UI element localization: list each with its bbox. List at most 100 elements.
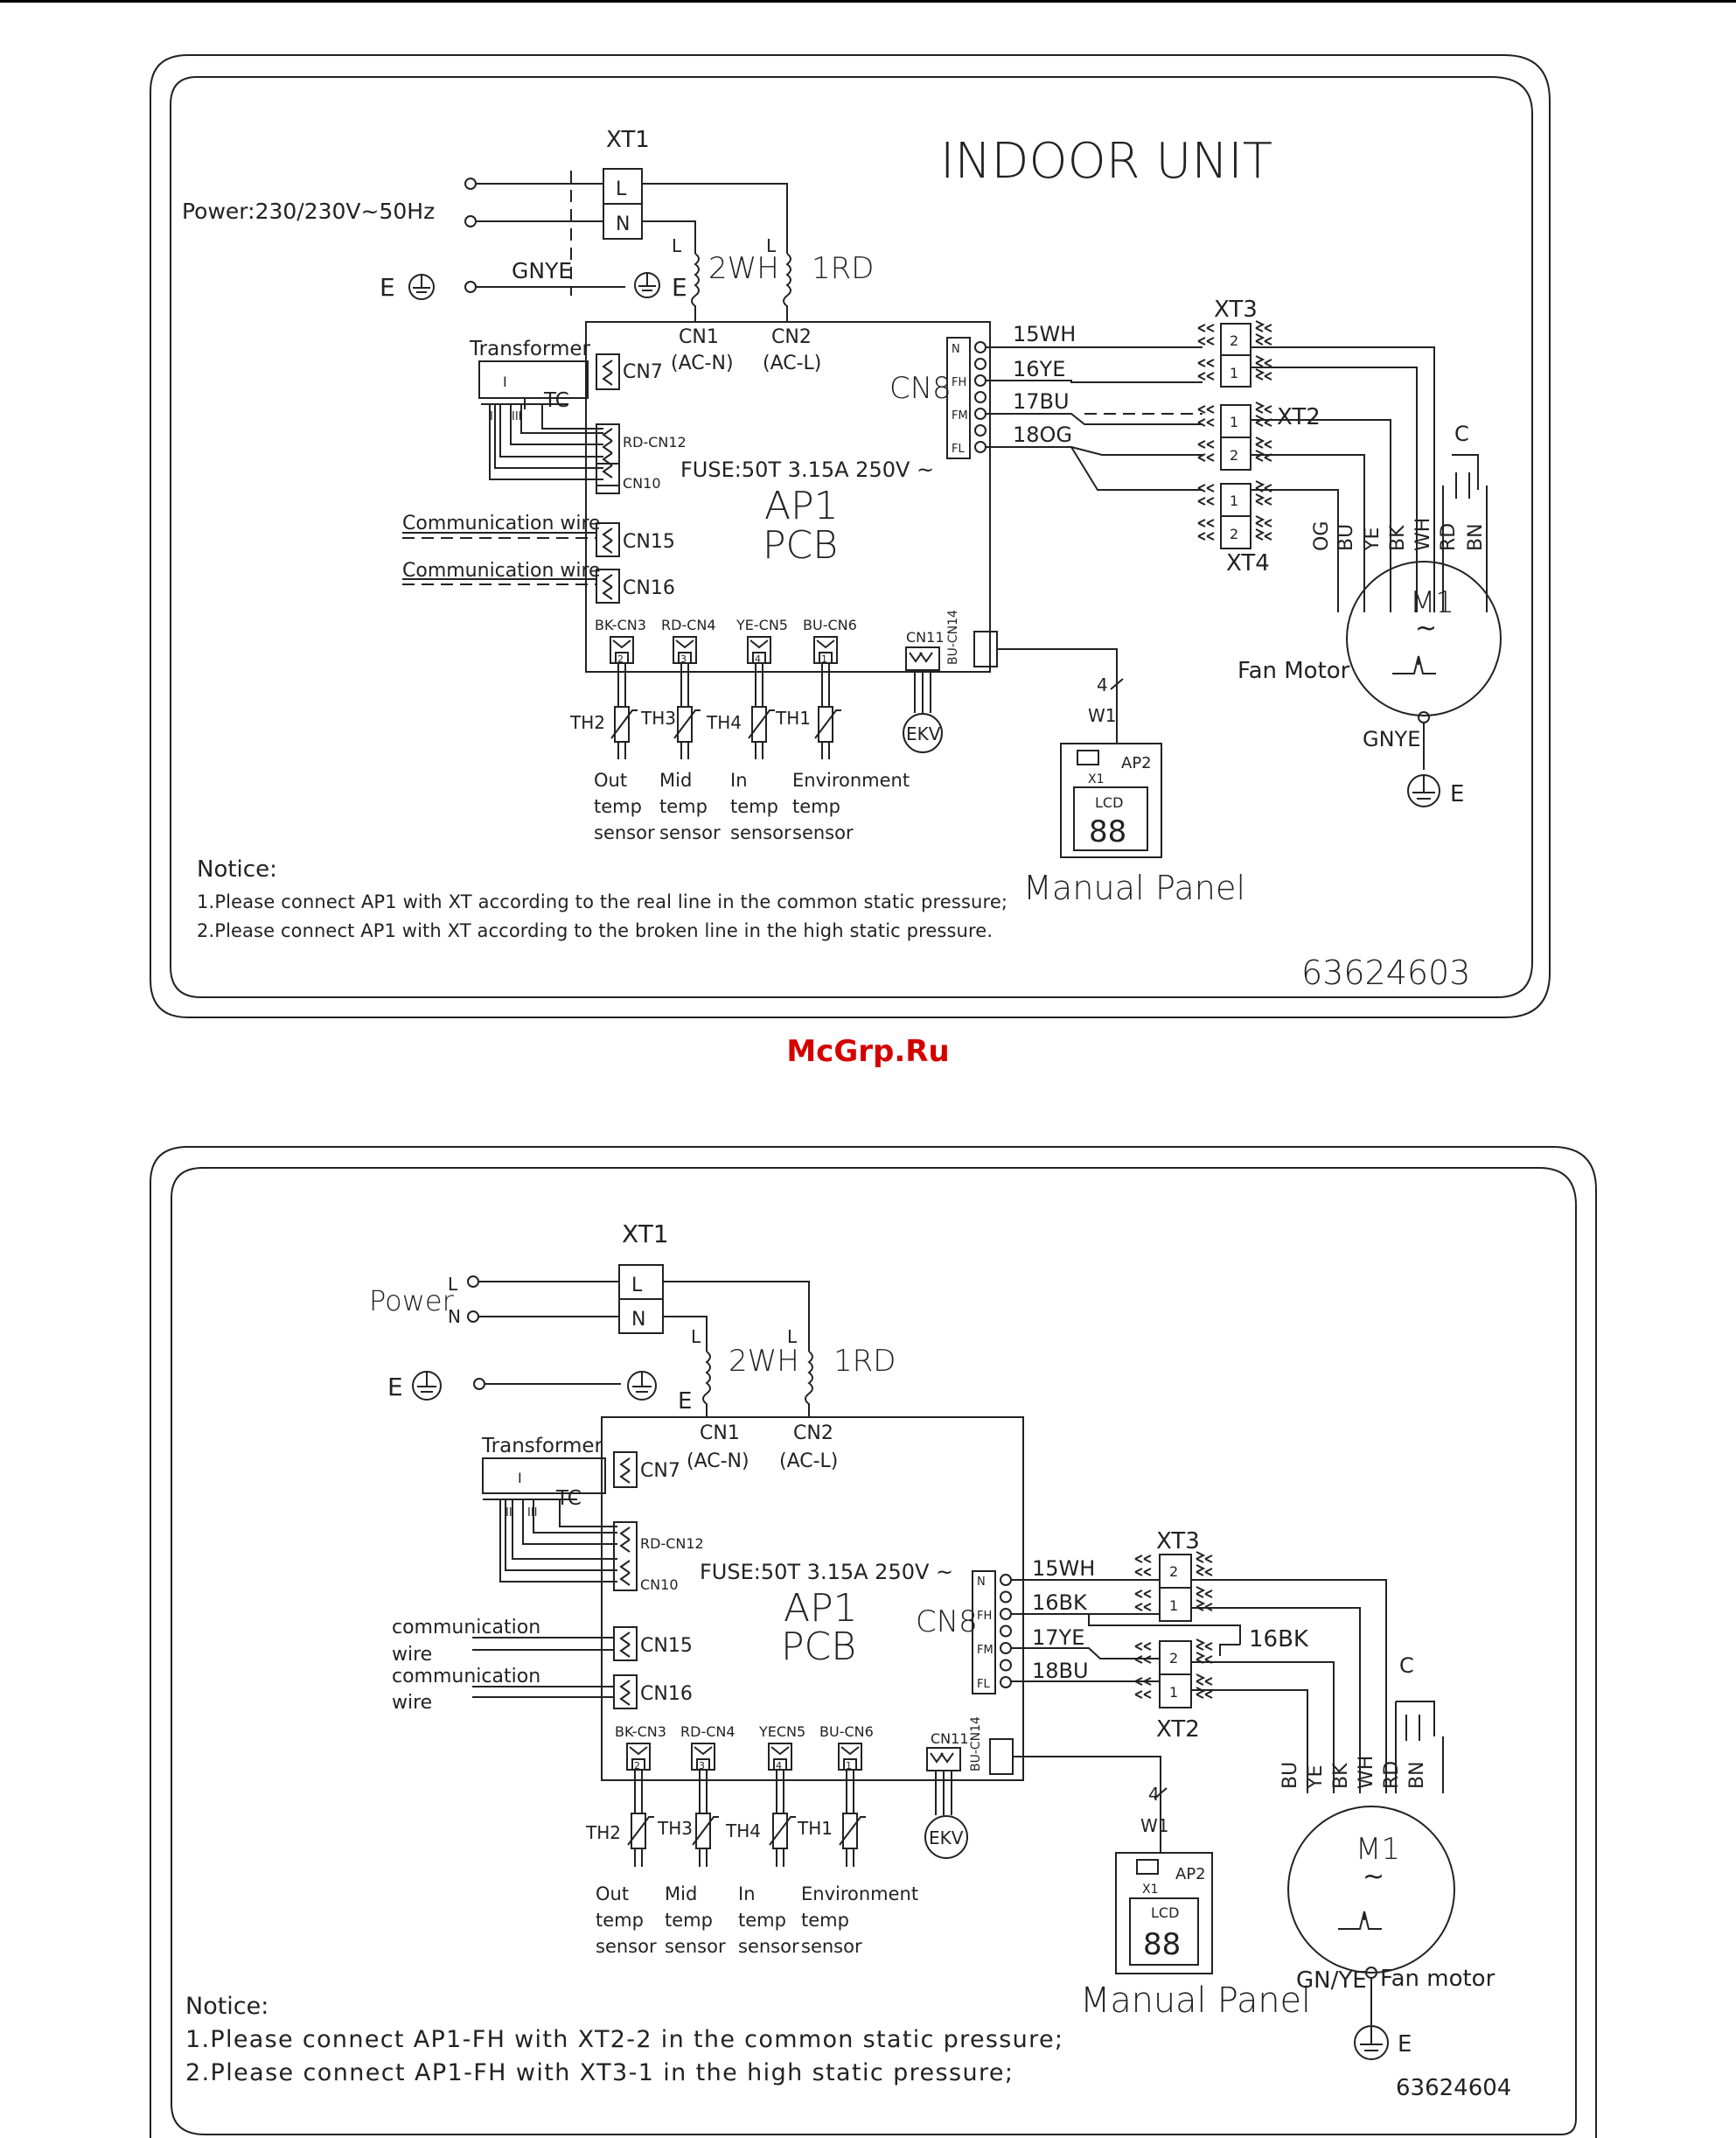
- earth-symbol-motor: [1407, 774, 1440, 807]
- l-label-1: L: [672, 235, 682, 256]
- transformer-label: Transformer: [469, 338, 591, 360]
- tr-i: I: [503, 374, 507, 390]
- svg-text:2: 2: [1230, 526, 1238, 542]
- l-label-2a: L: [691, 1326, 701, 1347]
- cn16-label: CN16: [623, 577, 675, 599]
- motor-wire-bu: BU: [1335, 524, 1357, 551]
- connector-arrow: [1134, 1555, 1152, 1563]
- wire-18og: 18OG: [1013, 423, 1072, 447]
- xt3-block-2: 2 1: [1159, 1554, 1192, 1622]
- sensor-label-in: temp: [730, 796, 778, 817]
- pcb-label-2: PCB: [781, 1624, 856, 1669]
- fan-motor-label-2: Fan motor: [1380, 1966, 1495, 1992]
- comm-wire-2a: communication: [392, 1666, 540, 1687]
- earth-label-left: E: [380, 273, 395, 302]
- cn2-label-2: CN2: [793, 1422, 833, 1444]
- capacitor-c-label-2: C: [1399, 1653, 1414, 1678]
- l-label-2: L: [766, 235, 777, 256]
- ap1-label: AP1: [764, 484, 839, 528]
- connector-arrow: [1255, 368, 1272, 381]
- ekv-valve: [903, 713, 943, 753]
- m1-tilde-2: ~: [1363, 1862, 1384, 1892]
- connector-arrow: [1197, 359, 1215, 367]
- lcd-digits-2: 88: [1143, 1927, 1181, 1962]
- connector-arrow: [1134, 1655, 1152, 1664]
- connector-arrow: [1255, 355, 1272, 367]
- motor-wire-wh: WH: [1356, 1756, 1377, 1789]
- th1-label-2: TH1: [797, 1818, 833, 1839]
- power-l: L: [448, 1274, 458, 1295]
- cn2-sub-2: (AC-L): [779, 1450, 838, 1472]
- sensor-label-in: In: [730, 770, 748, 791]
- cn11-label-2: CN11: [931, 1730, 969, 1747]
- connector-arrow: [1134, 1603, 1152, 1611]
- xt4-block: 1 2: [1220, 483, 1251, 549]
- sensor-label-in: temp: [738, 1910, 786, 1931]
- th4-label: TH4: [706, 712, 742, 733]
- manual-panel-label: Manual Panel: [1023, 869, 1245, 907]
- m1-label: M1: [1410, 585, 1454, 620]
- svg-text:1: 1: [1169, 1684, 1178, 1701]
- sensor-label-env: sensor: [801, 1936, 862, 1957]
- rd-cn4-label-2: RD-CN4: [680, 1723, 736, 1740]
- cn7-label-2: CN7: [640, 1460, 680, 1482]
- tr-iii-2: III: [527, 1506, 538, 1520]
- sensor-label-out: temp: [594, 796, 642, 817]
- ye-cn5-label-2: YECN5: [758, 1723, 805, 1740]
- bu-cn14-label-2: BU-CN14: [969, 1716, 983, 1771]
- motor-wire-ye: YE: [1305, 1765, 1327, 1790]
- xt2-label: XT2: [1277, 404, 1321, 430]
- cn8-label-2: CN8: [916, 1604, 978, 1639]
- sensor-label-out: sensor: [594, 822, 655, 843]
- bu-cn6-label-2: BU-CN6: [819, 1723, 874, 1740]
- outer-frame: [150, 54, 1551, 1018]
- connector-arrow: [1255, 333, 1272, 346]
- lcd-label: LCD: [1095, 794, 1123, 811]
- connector-arrow: [1197, 497, 1215, 506]
- connector-arrow: [1134, 1677, 1152, 1686]
- sensor-label-out: Out: [594, 770, 627, 791]
- sensor-pin-number: 3: [699, 1760, 705, 1771]
- sensor-label-in: sensor: [738, 1936, 799, 1957]
- wire-count-4-2: 4: [1148, 1784, 1160, 1805]
- earth-symbol-motor-2: [1354, 2025, 1389, 2060]
- sensor-pin-number: 1: [821, 653, 827, 665]
- connector-arrow: [1196, 1638, 1213, 1651]
- sensor-pin-number: 1: [846, 1760, 852, 1771]
- w1-label-2: W1: [1140, 1815, 1169, 1836]
- wire-16ye: 16YE: [1013, 357, 1065, 381]
- sensor-pin-number: 2: [617, 653, 624, 665]
- bu-cn6-label: BU-CN6: [803, 617, 857, 633]
- cn1-sub: (AC-N): [671, 353, 734, 374]
- cn8-pin-n: N: [977, 1576, 986, 1589]
- cn8-pin-fh: FH: [952, 376, 966, 389]
- cn15-connector: [596, 522, 620, 557]
- connector-arrow: [1196, 1687, 1213, 1699]
- xt1-n-2: N: [631, 1309, 645, 1331]
- bk-cn3-label: BK-CN3: [595, 617, 646, 633]
- x1-label: X1: [1088, 772, 1105, 786]
- diagram-1: INDOOR UNIT XT1 L N Power:230/230V~50Hz …: [150, 54, 1551, 1018]
- outer-frame-2: [188, 1146, 1597, 2138]
- diagram-code-2: 63624604: [1396, 2075, 1511, 2101]
- cn8-pin-n: N: [952, 343, 960, 356]
- sensor-label-env: Environment: [792, 770, 910, 791]
- power-label-2: Power: [369, 1284, 455, 1317]
- pcb-board-2: [601, 1416, 1024, 1781]
- pcb-label: PCB: [763, 523, 838, 568]
- wire-count-4: 4: [1097, 674, 1108, 695]
- svg-text:1: 1: [1230, 414, 1238, 430]
- sensor-pin-number: 2: [634, 1760, 640, 1771]
- connector-arrow: [1255, 493, 1272, 506]
- th4-label-2: TH4: [725, 1820, 761, 1841]
- wire-16bk-xt: 16BK: [1249, 1626, 1309, 1652]
- wire-2wh: 2WH: [708, 251, 779, 286]
- comm-wire-1b: wire: [392, 1644, 432, 1666]
- wire-1rd: 1RD: [812, 251, 874, 286]
- earth-label-board-2: E: [678, 1388, 692, 1415]
- cn15-label: CN15: [623, 531, 675, 553]
- rd-cn4-label: RD-CN4: [661, 617, 716, 633]
- xt2-block: 1 2: [1220, 404, 1251, 471]
- l-label-2b: L: [787, 1326, 798, 1347]
- sensor-label-mid: Mid: [665, 1883, 697, 1904]
